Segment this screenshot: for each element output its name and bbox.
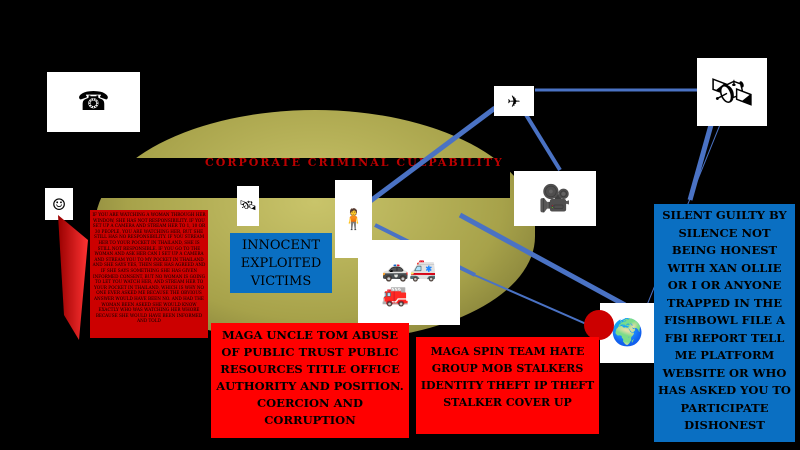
woman-small-image: ☺ bbox=[45, 188, 73, 220]
maga-spin-box: MAGA spin team hate group mob stalkers i… bbox=[416, 337, 599, 434]
maga-abuse-box: MAGA Uncle Tom abuse of public trust pub… bbox=[211, 323, 409, 438]
line bbox=[458, 212, 627, 308]
red-dot bbox=[584, 310, 614, 340]
satellite-image: 🛰 bbox=[697, 58, 767, 126]
emergency-vehicles-image: 🚓🚑🚒 bbox=[358, 240, 460, 325]
consent-paragraph: If you are watching a woman through her … bbox=[90, 210, 208, 338]
line bbox=[363, 105, 497, 208]
dark-band bbox=[30, 158, 510, 198]
woman-phone-image: ☎ bbox=[47, 72, 140, 132]
satellite-small-image: 🛰 bbox=[237, 186, 259, 226]
victims-label: Innocent Exploited Victims bbox=[230, 233, 332, 293]
silent-guilty-box: Silent guilty by silence not being hones… bbox=[654, 204, 795, 442]
cameraman-image: 🎥 bbox=[514, 171, 596, 226]
drone-image: ✈ bbox=[494, 86, 534, 116]
